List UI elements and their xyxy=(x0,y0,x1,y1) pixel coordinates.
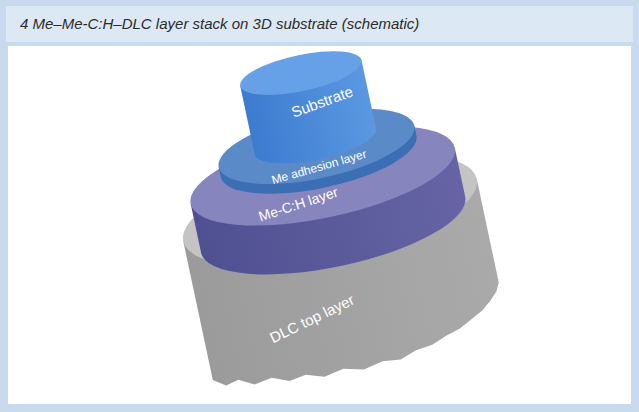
layer-stack xyxy=(150,24,510,400)
figure-title: 4 Me–Me-C:H–DLC layer stack on 3D substr… xyxy=(20,15,419,32)
body-panel xyxy=(8,46,631,404)
header-band xyxy=(6,6,633,42)
